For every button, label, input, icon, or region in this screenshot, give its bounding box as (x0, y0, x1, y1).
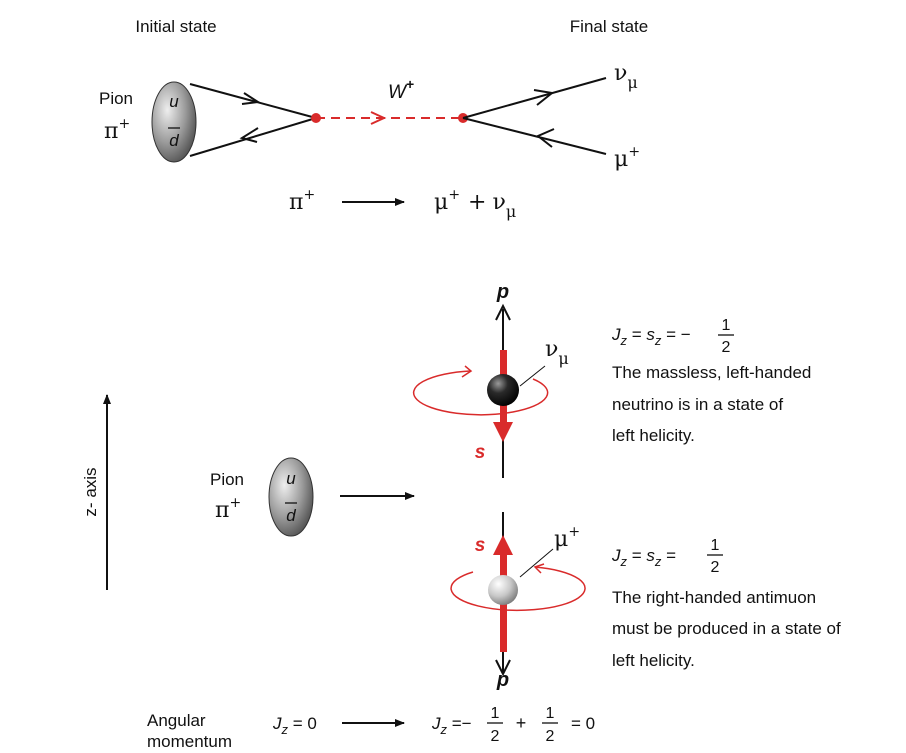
top-pion-label: Pion (99, 89, 133, 108)
antimuon-line (463, 118, 606, 154)
quark-u-line (190, 84, 316, 118)
neutrino-rotation-ellipse (414, 371, 548, 415)
antimuon-rotation-ellipse (451, 567, 585, 610)
final-state-label: Final state (570, 17, 648, 36)
z-axis-label: z- axis (81, 467, 100, 516)
s-label-top: s (475, 442, 486, 463)
top-quark-u: u (169, 92, 179, 111)
antimuon-desc-line-3: left helicity. (612, 651, 695, 670)
jz-plus: + (516, 713, 527, 733)
top-antimuon-symbol: μ+ (614, 144, 640, 172)
antiquark-line (190, 118, 316, 156)
w-boson-label: W+ (388, 76, 414, 103)
neutrino-angular-equation: Jz = sz = − 1 2 (611, 317, 734, 356)
top-neutrino-symbol: νμ (614, 61, 638, 92)
antimuon-angular-equation: Jz = sz = 1 2 (611, 537, 723, 576)
svg-text:Jz = sz = −: Jz = sz = − (611, 325, 691, 348)
s-label-bottom: s (475, 535, 486, 556)
jz-frac1-numerator: 1 (491, 705, 500, 722)
jz-result: = 0 (571, 714, 595, 733)
svg-text:Jz =−: Jz =− (431, 714, 472, 737)
neutrino-frac-numerator: 1 (722, 317, 731, 334)
neutrino-frac-denominator: 2 (722, 339, 731, 356)
neutrino-particle (487, 374, 519, 406)
neutrino-spin-arrowhead (493, 422, 513, 442)
left-vertex (311, 113, 321, 123)
jz-initial: Jz = 0 (272, 714, 317, 737)
p-label-top: p (496, 281, 509, 303)
initial-state-label: Initial state (135, 17, 216, 36)
bottom-neutrino-symbol: νμ (545, 337, 569, 368)
jz-final-equation: Jz =− 1 2 + 1 2 = 0 (431, 705, 595, 745)
antimuon-particle (488, 575, 518, 605)
angular-label-line-2: momentum (147, 732, 232, 751)
top-quark-dbar: d (169, 131, 179, 150)
antimuon-frac-denominator: 2 (711, 559, 720, 576)
antimuon-leader-line (520, 549, 553, 577)
reaction-pion: π+ (289, 187, 315, 215)
p-label-bottom: p (496, 669, 509, 691)
antimuon-desc-line-2: must be produced in a state of (612, 619, 841, 638)
neutrino-desc-line-3: left helicity. (612, 426, 695, 445)
neutrino-line (463, 78, 606, 118)
reaction-products: μ++νμ (434, 187, 516, 221)
jz-frac2-denominator: 2 (546, 728, 555, 745)
neutrino-desc-line-2: neutrino is in a state of (612, 395, 783, 414)
bottom-pion-label: Pion (210, 470, 244, 489)
antimuon-spin-arrowhead (493, 535, 513, 555)
antimuon-frac-numerator: 1 (711, 537, 720, 554)
jz-frac1-denominator: 2 (491, 728, 500, 745)
antimuon-desc-line-1: The right-handed antimuon (612, 588, 816, 607)
svg-text:Jz = sz =: Jz = sz = (611, 546, 676, 569)
angular-label-line-1: Angular (147, 711, 206, 730)
neutrino-desc-line-1: The massless, left-handed (612, 363, 811, 382)
bottom-antimuon-symbol: μ+ (554, 524, 580, 552)
bottom-quark-dbar: d (286, 506, 296, 525)
bottom-quark-u: u (286, 469, 296, 488)
jz-frac2-numerator: 1 (546, 705, 555, 722)
bottom-pion-symbol: π+ (215, 495, 241, 523)
top-pion-symbol: π+ (104, 116, 130, 144)
